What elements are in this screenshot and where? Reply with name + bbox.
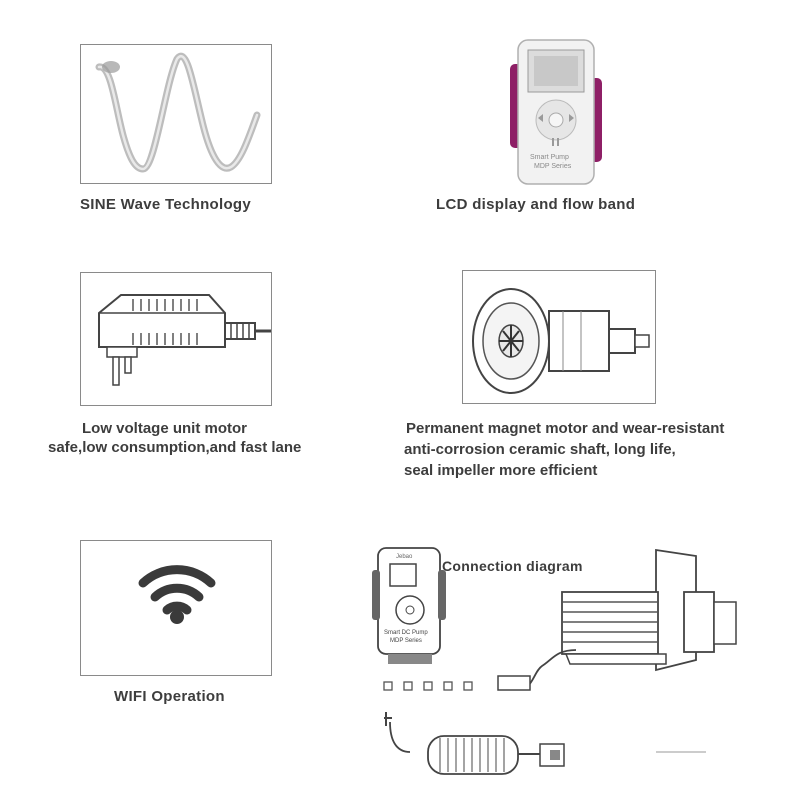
lcd-controller-icon: Smart Pump MDP Series	[508, 38, 604, 188]
controller-label-1: Smart DC Pump	[384, 630, 428, 636]
sine-wave-caption: SINE Wave Technology	[80, 196, 252, 213]
wifi-icon	[138, 565, 216, 624]
controller-brand: Jebao	[396, 554, 413, 560]
lcd-device-label-1: Smart Pump	[530, 154, 569, 161]
pump-connection-diagram: Jebao Smart DC Pump MDP Series	[366, 540, 786, 790]
motor-caption-1: Permanent magnet motor and wear-resistan…	[406, 420, 725, 437]
sine-wave-icon	[95, 52, 261, 173]
motor-caption-3: seal impeller more efficient	[404, 462, 598, 479]
controller-label-2: MDP Series	[390, 638, 422, 644]
lcd-caption: LCD display and flow band	[436, 196, 636, 213]
motor-panel	[462, 270, 656, 404]
sine-wave-panel	[80, 44, 272, 184]
wifi-panel	[80, 540, 272, 676]
lcd-device-label-2: MDP Series	[534, 163, 572, 170]
voltage-caption-1: Low voltage unit motor	[82, 420, 247, 437]
motor-caption-2: anti-corrosion ceramic shaft, long life,	[404, 441, 676, 458]
power-adapter-panel	[80, 272, 272, 406]
impeller-rotor-icon	[472, 288, 650, 394]
wifi-caption: WIFI Operation	[114, 688, 225, 705]
power-adapter-icon	[98, 294, 271, 386]
voltage-caption-2: safe,low consumption,and fast lane	[48, 439, 302, 456]
connection-caption: Connection diagram	[442, 558, 583, 574]
